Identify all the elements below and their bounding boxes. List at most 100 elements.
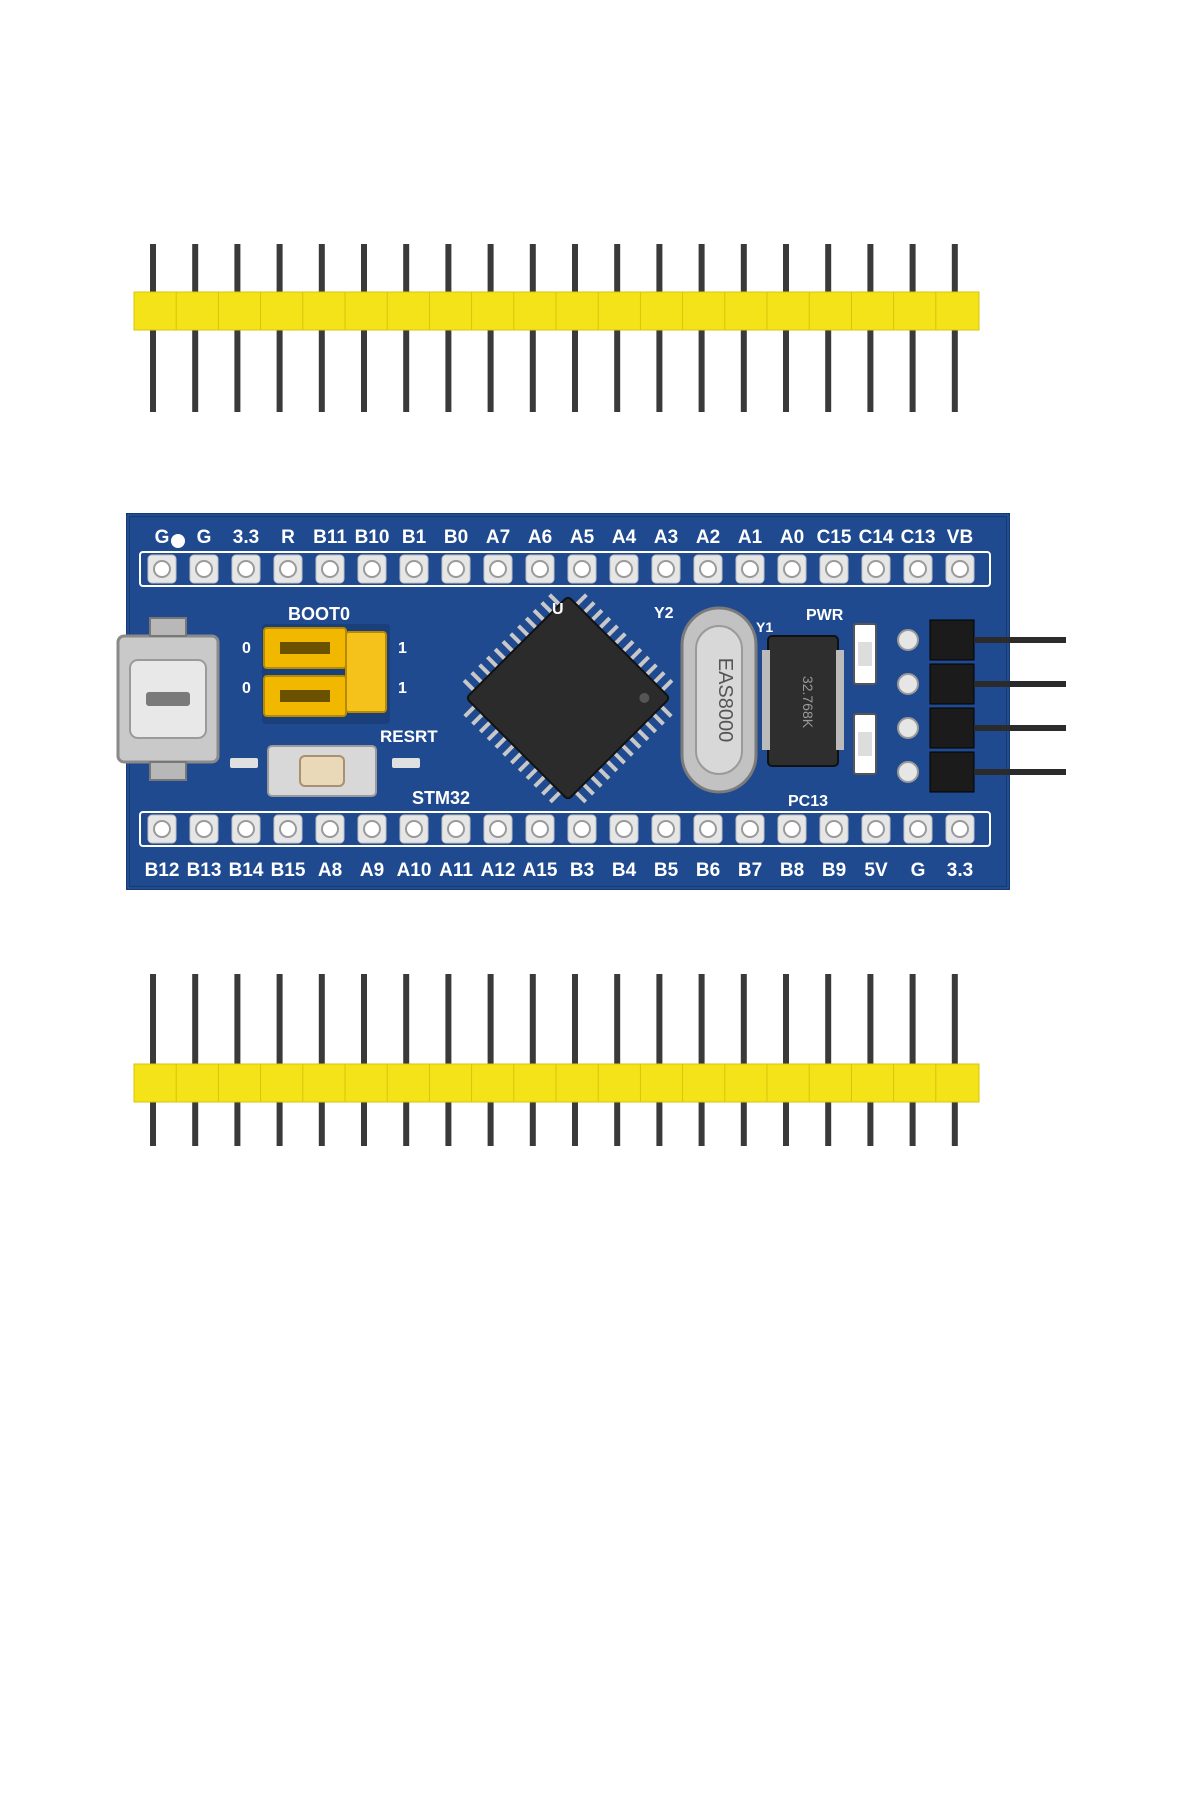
chip-pin <box>581 601 596 616</box>
pad-hole <box>405 820 423 838</box>
header-pin <box>234 974 241 1146</box>
chip-pin <box>510 750 525 765</box>
bottom-pin-header <box>133 974 980 1146</box>
rtc-crystal-lead <box>762 650 770 750</box>
pin-label: B11 <box>313 527 347 548</box>
header-block <box>639 1063 685 1103</box>
pad-hole <box>195 820 213 838</box>
chip-pin <box>635 655 651 670</box>
header-block <box>597 291 642 331</box>
jumper-pins <box>345 631 387 713</box>
crystal-top <box>695 625 743 775</box>
pin-label: G <box>197 527 212 548</box>
pin-label: B14 <box>229 860 264 881</box>
header-block <box>808 1063 853 1103</box>
pad-hole <box>699 560 717 578</box>
rtc-crystal-text: 32.768K <box>800 676 816 729</box>
header-block <box>386 1063 431 1103</box>
bottom-pad-row <box>147 814 975 844</box>
reset-label: RESRT <box>380 727 438 746</box>
chip-pin <box>596 765 611 781</box>
header-block <box>260 291 305 331</box>
header-block <box>513 291 558 331</box>
pin-label: A3 <box>654 527 678 548</box>
pin-label: B12 <box>145 860 180 881</box>
header-block <box>850 291 896 331</box>
header-pin <box>909 974 916 1146</box>
pin-label: A8 <box>318 860 342 881</box>
header-block <box>175 291 220 331</box>
header-block <box>471 291 516 331</box>
chip-pin <box>611 750 626 765</box>
pad-hole <box>699 820 717 838</box>
header-block <box>808 291 853 331</box>
pad-hole <box>909 560 927 578</box>
pad-hole <box>741 820 759 838</box>
pcb-outline <box>127 514 1009 889</box>
jumper-zero-label: 0 <box>242 640 251 657</box>
crystal-ref-label: Y2 <box>654 605 674 622</box>
top-pad-row <box>147 554 975 584</box>
header-pin <box>445 974 452 1146</box>
swd-pad <box>897 673 919 695</box>
jumper-one-label: 1 <box>398 680 407 697</box>
pin-label: G <box>911 860 926 881</box>
pin-label: G <box>155 527 170 548</box>
pad-hole <box>909 820 927 838</box>
header-block <box>935 1063 980 1103</box>
pad-hole <box>741 560 759 578</box>
pad-hole <box>447 560 465 578</box>
pin-label: 3.3 <box>947 860 973 881</box>
pad-hole <box>237 560 255 578</box>
pin-label: A9 <box>360 860 384 881</box>
jumper-slot <box>280 642 330 654</box>
pin-label: B5 <box>654 860 679 881</box>
header-pin <box>867 974 874 1146</box>
header-block <box>766 1063 811 1103</box>
swd-pad <box>897 761 919 783</box>
pad-hole <box>489 820 507 838</box>
swd-right-angle-header <box>897 619 1066 793</box>
pad-hole <box>363 560 381 578</box>
chip-pin <box>572 789 588 804</box>
header-pin <box>614 974 621 1146</box>
header-pin <box>276 974 283 1146</box>
pin-label: R <box>281 527 295 548</box>
pad-hole <box>321 820 339 838</box>
header-block <box>513 1063 558 1103</box>
header-pin <box>656 974 663 1146</box>
swd-header-pin <box>974 681 1066 687</box>
rtc-crystal: Y1 32.768K <box>756 619 844 767</box>
pin-label: 3.3 <box>233 527 259 548</box>
header-block <box>260 1063 305 1103</box>
header-block <box>133 291 178 331</box>
pin-label: A11 <box>439 860 473 881</box>
jumper-slot <box>280 690 330 702</box>
chip-body <box>466 596 670 800</box>
pad-hole <box>573 560 591 578</box>
chip-pin <box>525 765 540 781</box>
header-block <box>724 291 769 331</box>
swd-header-pin <box>974 637 1066 643</box>
pin-label: C13 <box>901 527 936 548</box>
pin-label: A10 <box>397 860 432 881</box>
header-block <box>639 291 685 331</box>
pwr-label: PWR <box>806 607 844 624</box>
usb-tongue <box>146 692 190 706</box>
pad-hole <box>615 820 633 838</box>
header-block <box>682 1063 727 1103</box>
crystal-text: EAS8000 <box>714 658 736 743</box>
header-pin <box>698 974 705 1146</box>
pin-label: B6 <box>696 860 720 881</box>
chip-pin <box>548 789 564 804</box>
pin-label: A1 <box>738 527 763 548</box>
pad-hole <box>573 820 591 838</box>
swd-pad <box>897 717 919 739</box>
pc13-label: PC13 <box>788 793 828 810</box>
header-block <box>217 1063 263 1103</box>
header-pin <box>361 974 367 1146</box>
micro-usb-connector <box>116 617 220 781</box>
chip-pin <box>548 593 563 608</box>
